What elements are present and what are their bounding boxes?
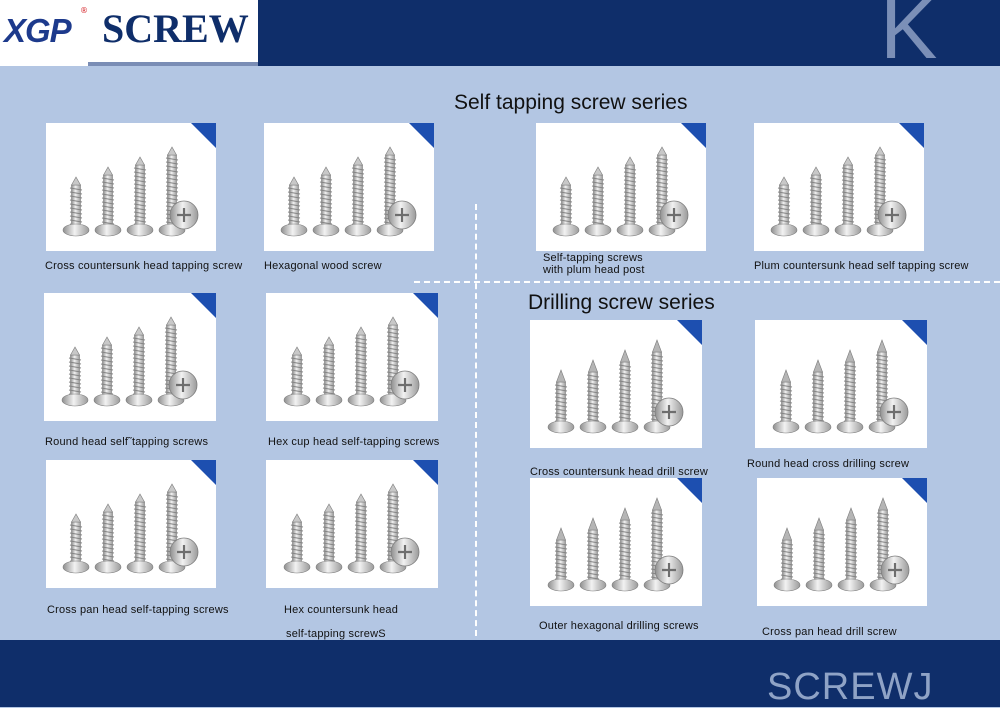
product-image-9 [266,460,438,588]
footer-text: SCREWJ [767,666,934,708]
product-image-7 [755,320,927,448]
corner-accent [409,123,434,148]
corner-accent [899,123,924,148]
corner-accent [413,293,438,318]
screw-icon [61,316,198,407]
corner-accent [677,320,702,345]
drill-screw-icon [773,497,910,592]
product-caption-9: Hex countersunk head [284,604,399,616]
corner-accent [191,293,216,318]
screw-icon [283,483,420,574]
divider-vertical [475,204,477,636]
product-caption-0: Cross countersunk head tapping screw [45,260,243,272]
product-caption-9-line2: self-tapping screwS [286,628,386,640]
screw-icon [62,483,199,574]
product-image-10 [530,478,702,606]
logo-text: XGP [4,12,72,49]
section-title-self-tapping: Self tapping screw series [454,91,688,114]
footer-bar: SCREWJ [0,640,1000,707]
brand-box: SCREW [88,0,258,66]
section-title-drilling: Drilling screw series [528,291,715,314]
corner-accent [191,460,216,485]
divider-horizontal [414,281,1000,283]
corner-accent [902,320,927,345]
screw-icon [770,146,907,237]
product-caption-4: Round head self˜tapping screws [45,436,209,448]
product-image-2 [536,123,706,251]
product-image-6 [530,320,702,448]
product-caption-1: Hexagonal wood screw [264,260,382,272]
registered-mark: ® [80,6,88,15]
corner-accent [681,123,706,148]
product-caption-8: Cross pan head self-tapping screws [47,604,229,616]
product-caption-6: Cross countersunk head drill screw [530,466,708,478]
screw-icon [283,316,420,407]
product-caption-2: Self-tapping screws with plum head post [543,252,645,276]
drill-screw-icon [547,497,684,592]
product-image-0 [46,123,216,251]
product-image-4 [44,293,216,421]
screw-icon [552,146,689,237]
product-caption-10: Outer hexagonal drilling screws [539,620,699,632]
product-image-5 [266,293,438,421]
screw-icon [62,146,199,237]
product-caption-7: Round head cross drilling screw [747,458,910,470]
corner-accent [677,478,702,503]
product-image-1 [264,123,434,251]
product-image-11 [757,478,927,606]
drill-screw-icon [772,339,909,434]
product-caption-5: Hex cup head self-tapping screws [268,436,440,448]
product-image-8 [46,460,216,588]
drill-screw-icon [547,339,684,434]
brand-title: SCREW [102,6,249,51]
logo: XGP ® [0,0,88,66]
header-bar: XGP ® SCREW K [0,0,1000,72]
corner-accent [191,123,216,148]
product-caption-3: Plum countersunk head self tapping screw [754,260,969,272]
product-image-3 [754,123,924,251]
screw-icon [280,146,417,237]
corner-accent [902,478,927,503]
corner-accent [413,460,438,485]
watermark-letter: K [880,0,938,77]
product-caption-11: Cross pan head drill screw [762,626,897,638]
